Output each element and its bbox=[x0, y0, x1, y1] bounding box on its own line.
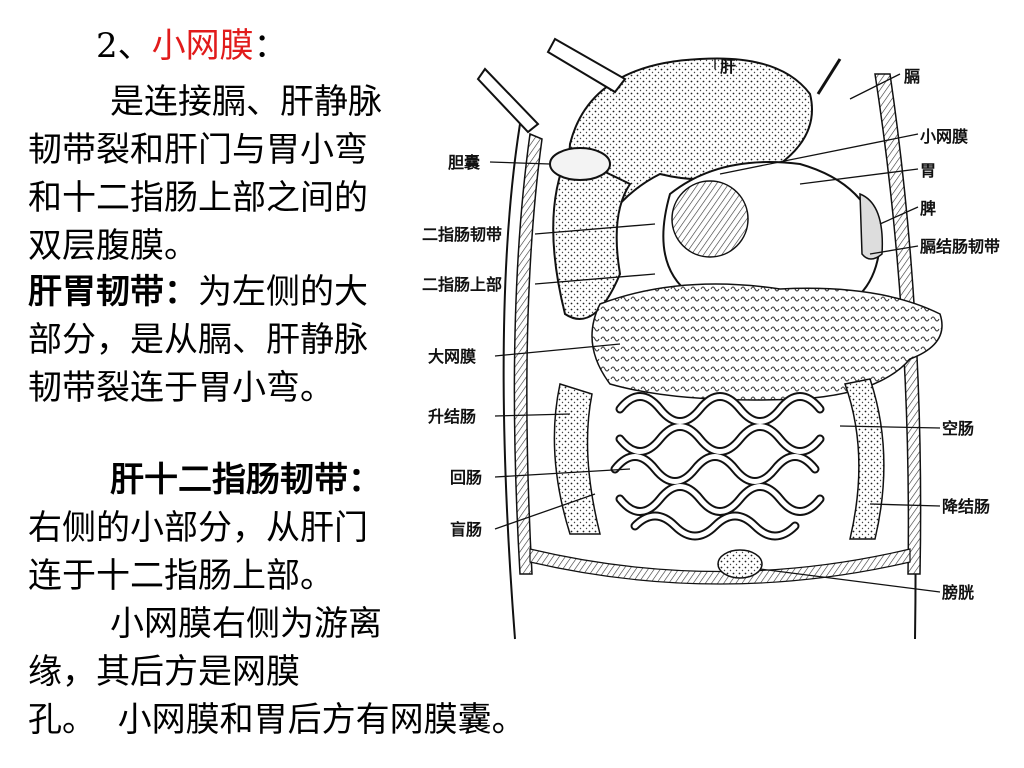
label-greater-omentum: 大网膜 bbox=[428, 347, 476, 366]
label-descending-colon: 降结肠 bbox=[942, 497, 990, 516]
abdominal-anatomy-figure: 肝 膈 小网膜 胃 胆囊 脾 二指肠韧带 膈结肠韧带 二指肠上部 大网膜 升结肠… bbox=[422, 37, 1000, 640]
hepatogastric-paragraph: 肝胃韧带：为左侧的大部分，是从膈、肝静脉韧带裂连于胃小弯。 bbox=[28, 268, 388, 412]
label-duodenum-superior: 二指肠上部 bbox=[422, 275, 502, 294]
heading-colon: ： bbox=[253, 26, 288, 66]
label-phrenicocolic-ligament: 膈结肠韧带 bbox=[920, 237, 1000, 256]
label-diaphragm: 膈 bbox=[904, 67, 920, 86]
free-margin-text: 小网膜右侧为游离缘，其后方是网膜 bbox=[28, 604, 382, 692]
wall-strip-left bbox=[513, 132, 543, 575]
label-stomach: 胃 bbox=[920, 161, 936, 180]
greater-omentum bbox=[591, 283, 943, 401]
section-heading: 2、小网膜： bbox=[96, 26, 288, 66]
heading-term: 小网膜 bbox=[151, 26, 254, 66]
small-intestine bbox=[610, 392, 825, 541]
free-margin-end: 孔。 bbox=[28, 700, 96, 740]
retractor-3 bbox=[816, 58, 842, 95]
hepatogastric-text: 为左侧的大部分，是从膈、肝静脉韧带裂连于胃小弯。 bbox=[28, 272, 368, 408]
lesser-omentum-fan bbox=[671, 180, 749, 258]
wall-strip-right bbox=[874, 73, 922, 575]
closing-line: 孔。 小网膜和胃后方有网膜囊。 bbox=[28, 696, 526, 744]
gallbladder-shape bbox=[549, 147, 611, 181]
small-intestine-inner bbox=[612, 394, 823, 539]
label-ascending-colon: 升结肠 bbox=[428, 407, 476, 426]
label-liver: 肝 bbox=[720, 57, 736, 76]
label-gallbladder: 胆囊 bbox=[448, 153, 481, 172]
hepatoduodenal-label: 肝十二指肠韧带： bbox=[110, 460, 382, 500]
label-spleen: 脾 bbox=[920, 199, 936, 218]
heading-number: 2、 bbox=[96, 26, 152, 66]
descending-colon bbox=[844, 378, 885, 540]
retractor-1 bbox=[546, 37, 627, 94]
free-margin-paragraph: 小网膜右侧为游离缘，其后方是网膜 bbox=[28, 600, 388, 696]
hepatogastric-label: 肝胃韧带： bbox=[28, 272, 198, 312]
bladder-shape bbox=[717, 549, 763, 579]
hepatoduodenal-paragraph: 肝十二指肠韧带： 右侧的小部分，从肝门连于十二指肠上部。 bbox=[28, 456, 388, 600]
label-ileum: 回肠 bbox=[450, 468, 482, 487]
ascending-colon bbox=[553, 383, 601, 535]
definition-text: 是连接膈、肝静脉韧带裂和肝门与胃小弯和十二指肠上部之间的双层腹膜。 bbox=[28, 82, 382, 266]
label-lesser-omentum: 小网膜 bbox=[920, 127, 968, 146]
pelvic-rim bbox=[529, 548, 911, 585]
label-jejunum: 空肠 bbox=[942, 419, 974, 438]
label-hepatoduodenal-ligament: 二指肠韧带 bbox=[422, 225, 502, 244]
omental-bursa-text: 小网膜和胃后方有网膜囊。 bbox=[117, 700, 526, 740]
label-cecum: 盲肠 bbox=[450, 520, 482, 539]
definition-paragraph: 是连接膈、肝静脉韧带裂和肝门与胃小弯和十二指肠上部之间的双层腹膜。 bbox=[28, 78, 388, 270]
label-bladder: 膀胱 bbox=[942, 583, 974, 602]
retractor-2 bbox=[476, 67, 540, 134]
hepatoduodenal-text: 右侧的小部分，从肝门连于十二指肠上部。 bbox=[28, 508, 368, 596]
spleen-shape bbox=[859, 192, 884, 260]
